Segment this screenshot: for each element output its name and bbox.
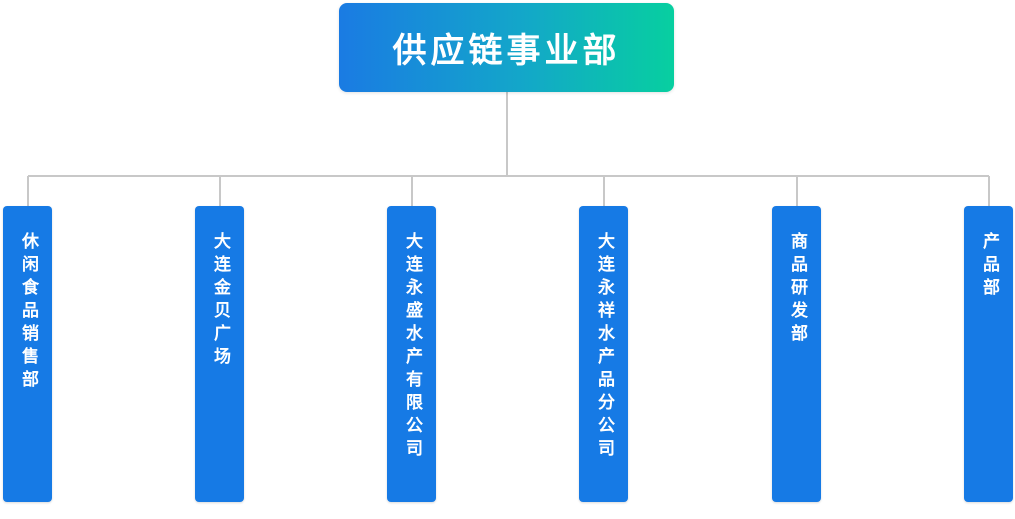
child-node-label: 大连金贝广场 <box>210 232 230 370</box>
child-node-3: 大连永盛水产有限公司 <box>387 206 436 502</box>
child-node-label: 产品部 <box>979 232 999 301</box>
child-node-label: 大连永祥水产品分公司 <box>594 232 614 462</box>
child-node-2: 大连金贝广场 <box>195 206 244 502</box>
root-node-label: 供应链事业部 <box>392 31 621 71</box>
root-node: 供应链事业部 <box>339 3 674 92</box>
child-node-1: 休闲食品销售部 <box>3 206 52 502</box>
child-node-4: 大连永祥水产品分公司 <box>579 206 628 502</box>
child-node-label: 休闲食品销售部 <box>18 232 38 393</box>
child-node-6: 产品部 <box>964 206 1013 502</box>
child-node-5: 商品研发部 <box>772 206 821 502</box>
child-node-label: 商品研发部 <box>787 232 807 347</box>
child-node-label: 大连永盛水产有限公司 <box>402 232 422 462</box>
